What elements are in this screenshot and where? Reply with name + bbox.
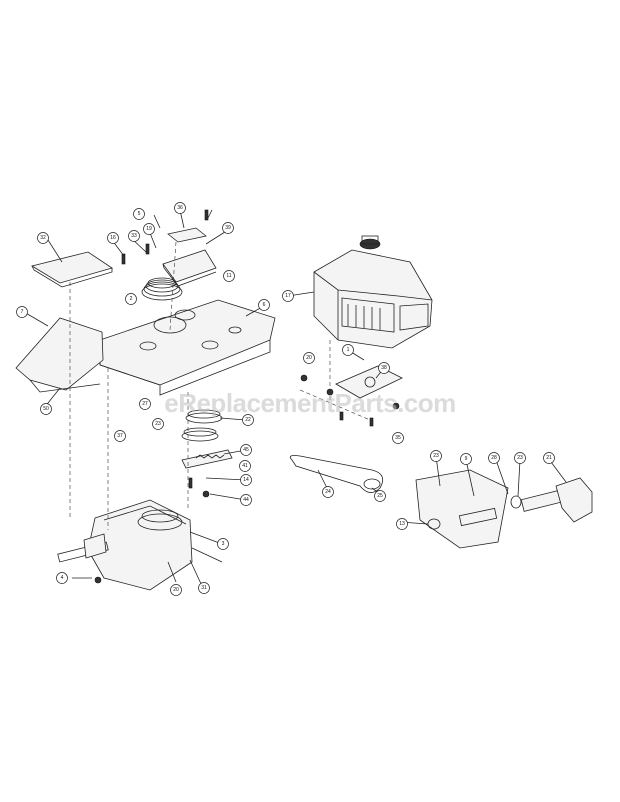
callout-23: 23 (152, 418, 164, 430)
pulley-coil (141, 277, 183, 301)
callout-number: 5 (138, 211, 141, 217)
callout-1: 1 (342, 344, 354, 356)
pulley-stack (181, 409, 233, 469)
engine-mount-plate (335, 365, 403, 399)
callout-35: 35 (392, 432, 404, 444)
callout-number: 3 (222, 541, 225, 547)
callout-number: 21 (546, 455, 552, 461)
callout-23: 23 (430, 450, 442, 462)
callout-2: 2 (125, 293, 137, 305)
callout-number: 27 (142, 401, 148, 407)
callout-number: 20 (306, 355, 312, 361)
callout-number: 16 (110, 235, 116, 241)
callout-11: 11 (223, 270, 235, 282)
callout-number: 9 (465, 456, 468, 462)
callout-16: 16 (107, 232, 119, 244)
callout-13: 13 (396, 518, 408, 530)
callout-33: 33 (128, 230, 140, 242)
callout-number: 23 (517, 455, 523, 461)
callout-number: 24 (325, 489, 331, 495)
callout-number: 23 (155, 421, 161, 427)
callout-17: 17 (282, 290, 294, 302)
callout-number: 7 (21, 309, 24, 315)
callout-number: 45 (243, 447, 249, 453)
callout-9: 9 (460, 453, 472, 465)
callout-36: 36 (174, 202, 186, 214)
callout-38: 38 (378, 362, 390, 374)
callout-number: 4 (61, 575, 64, 581)
callout-19: 19 (143, 223, 155, 235)
callout-number: 2 (130, 296, 133, 302)
callout-32: 32 (37, 232, 49, 244)
callout-number: 11 (226, 273, 231, 279)
callout-20: 20 (170, 584, 182, 596)
callout-number: 6 (263, 302, 266, 308)
callout-24: 24 (322, 486, 334, 498)
transmission (57, 499, 193, 591)
callout-7: 7 (16, 306, 28, 318)
callout-45: 45 (240, 444, 252, 456)
callout-number: 38 (381, 365, 387, 371)
callout-31: 31 (198, 582, 210, 594)
callout-37: 37 (114, 430, 126, 442)
callout-number: 1 (347, 347, 350, 353)
callout-41: 41 (239, 460, 251, 472)
callout-4: 4 (56, 572, 68, 584)
callout-number: 41 (242, 463, 248, 469)
callout-number: 28 (491, 455, 497, 461)
callout-5: 5 (133, 208, 145, 220)
callout-number: 25 (377, 493, 383, 499)
callout-number: 32 (40, 235, 46, 241)
rear-cover-panel (162, 249, 217, 287)
callout-number: 22 (245, 417, 251, 423)
callout-number: 36 (177, 205, 183, 211)
callout-27: 27 (139, 398, 151, 410)
callout-number: 35 (395, 435, 401, 441)
callout-44: 44 (240, 494, 252, 506)
callout-22: 22 (242, 414, 254, 426)
right-assembly (415, 469, 593, 549)
callout-number: 13 (399, 521, 405, 527)
drive-belt (289, 455, 384, 493)
callout-number: 23 (433, 453, 439, 459)
side-shield (15, 317, 104, 393)
callout-number: 37 (117, 433, 123, 439)
callout-20: 20 (303, 352, 315, 364)
callout-6: 6 (258, 299, 270, 311)
callout-number: 33 (131, 233, 137, 239)
callout-23: 23 (514, 452, 526, 464)
deck-cover-panel (30, 251, 113, 288)
callout-3: 3 (217, 538, 229, 550)
callout-50: 50 (40, 403, 52, 415)
callout-number: 14 (243, 477, 249, 483)
callout-number: 20 (173, 587, 179, 593)
callout-number: 19 (146, 226, 152, 232)
callout-number: 50 (43, 406, 49, 412)
callout-28: 28 (488, 452, 500, 464)
top-plate (167, 227, 207, 243)
hardware (94, 209, 400, 584)
engine (313, 235, 433, 349)
callout-number: 39 (225, 225, 231, 231)
callout-14: 14 (240, 474, 252, 486)
callout-25: 25 (374, 490, 386, 502)
alignment-lines (69, 241, 371, 530)
callout-number: 31 (201, 585, 207, 591)
callout-21: 21 (543, 452, 555, 464)
callout-39: 39 (222, 222, 234, 234)
callout-number: 44 (243, 497, 249, 503)
callout-number: 17 (285, 293, 291, 299)
